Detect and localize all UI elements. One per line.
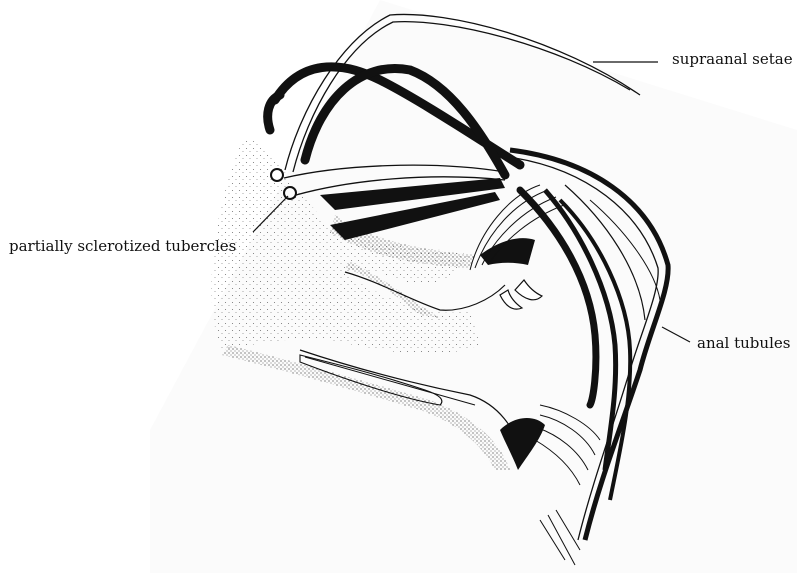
label-anal-tubules: anal tubules [697, 336, 790, 351]
tubercle-1 [271, 169, 283, 181]
dark-arc-left [268, 95, 280, 130]
tubercle-2 [284, 187, 296, 199]
label-partially-sclerotized-tubercles: partially sclerotized tubercles [9, 239, 236, 254]
label-supraanal-setae: supraanal setae [672, 52, 793, 67]
